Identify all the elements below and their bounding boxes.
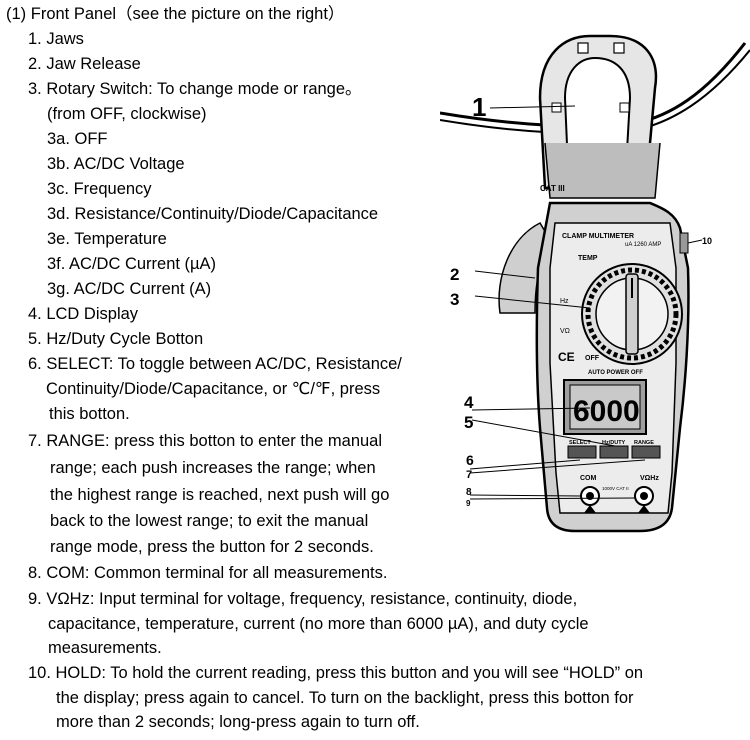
list-item: 9. VΩHz: Input terminal for voltage, fre… bbox=[28, 590, 578, 608]
list-item: 3g. AC/DC Current (A) bbox=[47, 280, 212, 298]
list-item: 7. RANGE: press this botton to enter the… bbox=[28, 432, 383, 450]
list-item: 3e. Temperature bbox=[47, 230, 167, 248]
callout-1: 1 bbox=[472, 92, 486, 122]
list-item: 5. Hz/Duty Cycle Botton bbox=[28, 330, 204, 348]
list-item: 3a. OFF bbox=[47, 130, 108, 148]
brand-label: CLAMP MULTIMETER bbox=[562, 233, 634, 240]
list-item: capacitance, temperature, current (no mo… bbox=[48, 615, 589, 633]
hz-duty-button-label: Hz/DUTY bbox=[602, 440, 626, 446]
list-item: 10. HOLD: To hold the current reading, p… bbox=[28, 664, 644, 682]
svg-text:VΩ: VΩ bbox=[560, 328, 570, 335]
com-label: COM bbox=[580, 475, 597, 482]
callout-6: 6 bbox=[466, 452, 474, 468]
callout-9: 9 bbox=[466, 499, 471, 508]
list-item: 3f. AC/DC Current (µA) bbox=[47, 255, 217, 273]
list-item: more than 2 seconds; long-press again to… bbox=[56, 713, 420, 731]
section-heading: (1) Front Panel（see the picture on the r… bbox=[6, 5, 345, 23]
callout-10: 10 bbox=[702, 236, 712, 246]
auto-power-off-label: AUTO POWER OFF bbox=[588, 370, 643, 376]
list-item: 3d. Resistance/Continuity/Diode/Capacita… bbox=[47, 205, 379, 223]
clamp-meter-figure: CAT III CLAMP MULTIMETER uA 1260 AMP TEM… bbox=[440, 28, 750, 548]
callout-8: 8 bbox=[466, 487, 472, 498]
list-item: 3c. Frequency bbox=[47, 180, 152, 198]
list-item: 6. SELECT: To toggle between AC/DC, Resi… bbox=[28, 355, 402, 373]
list-item: 1. Jaws bbox=[28, 30, 84, 48]
list-item: back to the lowest range; to exit the ma… bbox=[50, 512, 369, 530]
list-item: range mode, press the button for 2 secon… bbox=[50, 538, 374, 556]
callout-2: 2 bbox=[450, 265, 459, 284]
vohz-label: VΩHz bbox=[640, 475, 659, 482]
callout-3: 3 bbox=[450, 290, 459, 309]
svg-text:Hz: Hz bbox=[560, 298, 569, 305]
list-item: measurements. bbox=[48, 639, 162, 657]
list-item: (from OFF, clockwise) bbox=[47, 105, 207, 123]
cat-rating-label: CAT III bbox=[540, 184, 565, 193]
lcd-reading: 6000 bbox=[573, 395, 640, 428]
list-item: 2. Jaw Release bbox=[28, 55, 141, 73]
list-item: this botton. bbox=[49, 405, 130, 423]
list-item: the highest range is reached, next push … bbox=[50, 486, 390, 504]
callout-4: 4 bbox=[464, 393, 474, 412]
list-item: range; each push increases the range; wh… bbox=[50, 459, 376, 477]
clamp-meter-drawing: CAT III CLAMP MULTIMETER uA 1260 AMP TEM… bbox=[440, 34, 750, 533]
list-item: 4. LCD Display bbox=[28, 305, 139, 323]
list-item: 8. COM: Common terminal for all measurem… bbox=[28, 564, 388, 582]
list-item: Continuity/Diode/Capacitance, or ℃/℉, pr… bbox=[46, 380, 381, 398]
select-button-label: SELECT bbox=[569, 440, 591, 446]
list-item: the display; press again to cancel. To t… bbox=[56, 689, 634, 707]
list-item: 3. Rotary Switch: To change mode or rang… bbox=[28, 80, 362, 98]
callout-7: 7 bbox=[466, 469, 472, 481]
list-item: 3b. AC/DC Voltage bbox=[47, 155, 185, 173]
callout-5: 5 bbox=[464, 413, 473, 432]
temp-label: TEMP bbox=[578, 255, 598, 262]
range-label: uA 1260 AMP bbox=[625, 242, 661, 248]
off-label: OFF bbox=[585, 355, 600, 362]
range-button-label: RANGE bbox=[634, 440, 654, 446]
ce-mark: CE bbox=[558, 350, 575, 364]
terminal-rating: 1000V CAT II bbox=[602, 486, 629, 491]
